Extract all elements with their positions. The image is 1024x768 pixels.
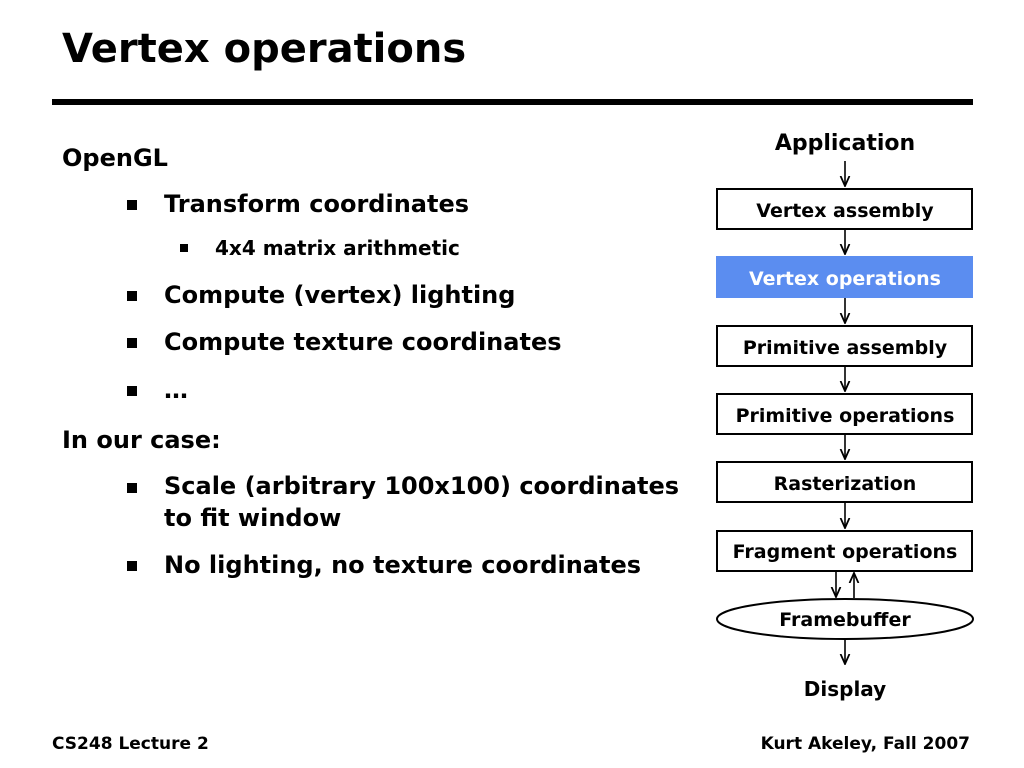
- bullet-opengl: OpenGL: [62, 144, 168, 172]
- stage-box-fragment-operations: [716, 530, 973, 572]
- bullet-scale-line1: Scale (arbitrary 100x100) coordinates: [164, 472, 680, 500]
- stage-label: Rasterization: [774, 473, 917, 495]
- stage-label: Primitive operations: [736, 405, 955, 427]
- bullet-transform: Transform coordinates: [164, 190, 470, 218]
- bullet-scale-line2: to fit window: [164, 504, 342, 532]
- slide-title: Vertex operations: [62, 26, 467, 72]
- stage-box-vertex-operations: [716, 256, 973, 298]
- footer-left: CS248 Lecture 2: [52, 734, 209, 754]
- bullet-texture: Compute texture coordinates: [164, 328, 562, 356]
- bullet-marker: [127, 338, 137, 348]
- bullet-no-lighting: No lighting, no texture coordinates: [164, 551, 642, 579]
- bullet-matrix: 4x4 matrix arithmetic: [215, 236, 460, 260]
- sub-bullet-marker: [180, 244, 188, 252]
- bullet-lighting: Compute (vertex) lighting: [164, 281, 516, 309]
- bullet-marker: [127, 561, 137, 571]
- bullet-marker: [127, 291, 137, 301]
- framebuffer-ellipse: [716, 598, 974, 640]
- bullet-ellipsis: …: [164, 376, 188, 404]
- stage-label: Fragment operations: [733, 541, 958, 563]
- bullet-marker: [127, 200, 137, 210]
- bullet-marker: [127, 483, 137, 493]
- stage-box-primitive-assembly: [716, 325, 973, 367]
- bullet-our-case: In our case:: [62, 426, 221, 454]
- title-rule: [52, 99, 973, 105]
- stage-label-highlighted: Vertex operations: [749, 268, 941, 290]
- display-label: Display: [804, 677, 886, 701]
- stage-box-primitive-operations: [716, 393, 973, 435]
- stage-box-vertex-assembly: [716, 188, 973, 230]
- bullet-marker: [127, 386, 137, 396]
- stage-label: Vertex assembly: [756, 200, 934, 222]
- stage-box-rasterization: [716, 461, 973, 503]
- framebuffer-label: Framebuffer: [779, 609, 911, 631]
- footer-right: Kurt Akeley, Fall 2007: [760, 734, 970, 754]
- application-label: Application: [775, 131, 915, 156]
- stage-label: Primitive assembly: [743, 337, 948, 359]
